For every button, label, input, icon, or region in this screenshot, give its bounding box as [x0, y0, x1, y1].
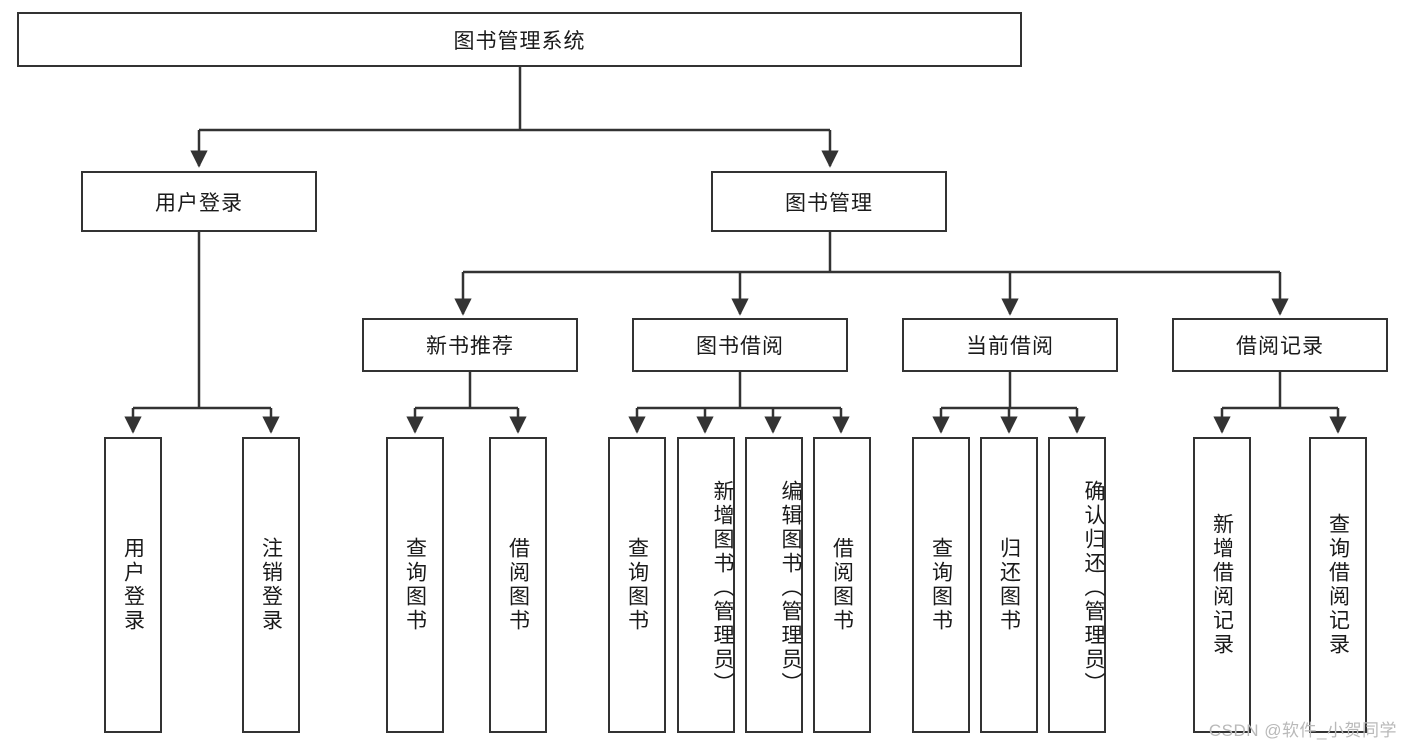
leaf-label: 查询图书	[403, 537, 427, 633]
node-new-book-recommend[interactable]: 新书推荐	[362, 318, 578, 372]
leaf-label: 借阅图书	[830, 537, 854, 633]
leaf-label: 借阅图书	[506, 537, 530, 633]
node-leaf-borrow-book-1[interactable]: 借阅图书	[489, 437, 547, 733]
node-book-management[interactable]: 图书管理	[711, 171, 947, 232]
node-leaf-logout-login[interactable]: 注销登录	[242, 437, 300, 733]
node-book-borrow[interactable]: 图书借阅	[632, 318, 848, 372]
leaf-label: 用户登录	[121, 537, 145, 633]
node-borrow-record[interactable]: 借阅记录	[1172, 318, 1388, 372]
node-leaf-query-book-3[interactable]: 查询图书	[912, 437, 970, 733]
node-leaf-query-book-2[interactable]: 查询图书	[608, 437, 666, 733]
node-leaf-edit-book[interactable]: 编辑图书（管理员）	[745, 437, 803, 733]
leaf-label: 查询借阅记录	[1326, 513, 1350, 657]
node-leaf-borrow-book-2[interactable]: 借阅图书	[813, 437, 871, 733]
node-leaf-return-book[interactable]: 归还图书	[980, 437, 1038, 733]
node-leaf-query-book-1[interactable]: 查询图书	[386, 437, 444, 733]
leaf-label: 新增借阅记录	[1210, 513, 1234, 657]
node-leaf-confirm-return[interactable]: 确认归还（管理员）	[1048, 437, 1106, 733]
leaf-label: 查询图书	[625, 537, 649, 633]
node-user-login[interactable]: 用户登录	[81, 171, 317, 232]
leaf-label: 编辑图书（管理员）	[779, 480, 802, 696]
leaf-label: 新增图书（管理员）	[711, 480, 734, 696]
leaf-label: 归还图书	[997, 537, 1021, 633]
leaf-label: 确认归还（管理员）	[1082, 480, 1105, 696]
leaf-label: 注销登录	[259, 537, 283, 633]
node-leaf-add-book[interactable]: 新增图书（管理员）	[677, 437, 735, 733]
leaf-label: 查询图书	[929, 537, 953, 633]
node-root-title[interactable]: 图书管理系统	[17, 12, 1022, 67]
node-leaf-query-record[interactable]: 查询借阅记录	[1309, 437, 1367, 733]
node-leaf-user-login[interactable]: 用户登录	[104, 437, 162, 733]
node-leaf-add-record[interactable]: 新增借阅记录	[1193, 437, 1251, 733]
node-current-borrow[interactable]: 当前借阅	[902, 318, 1118, 372]
